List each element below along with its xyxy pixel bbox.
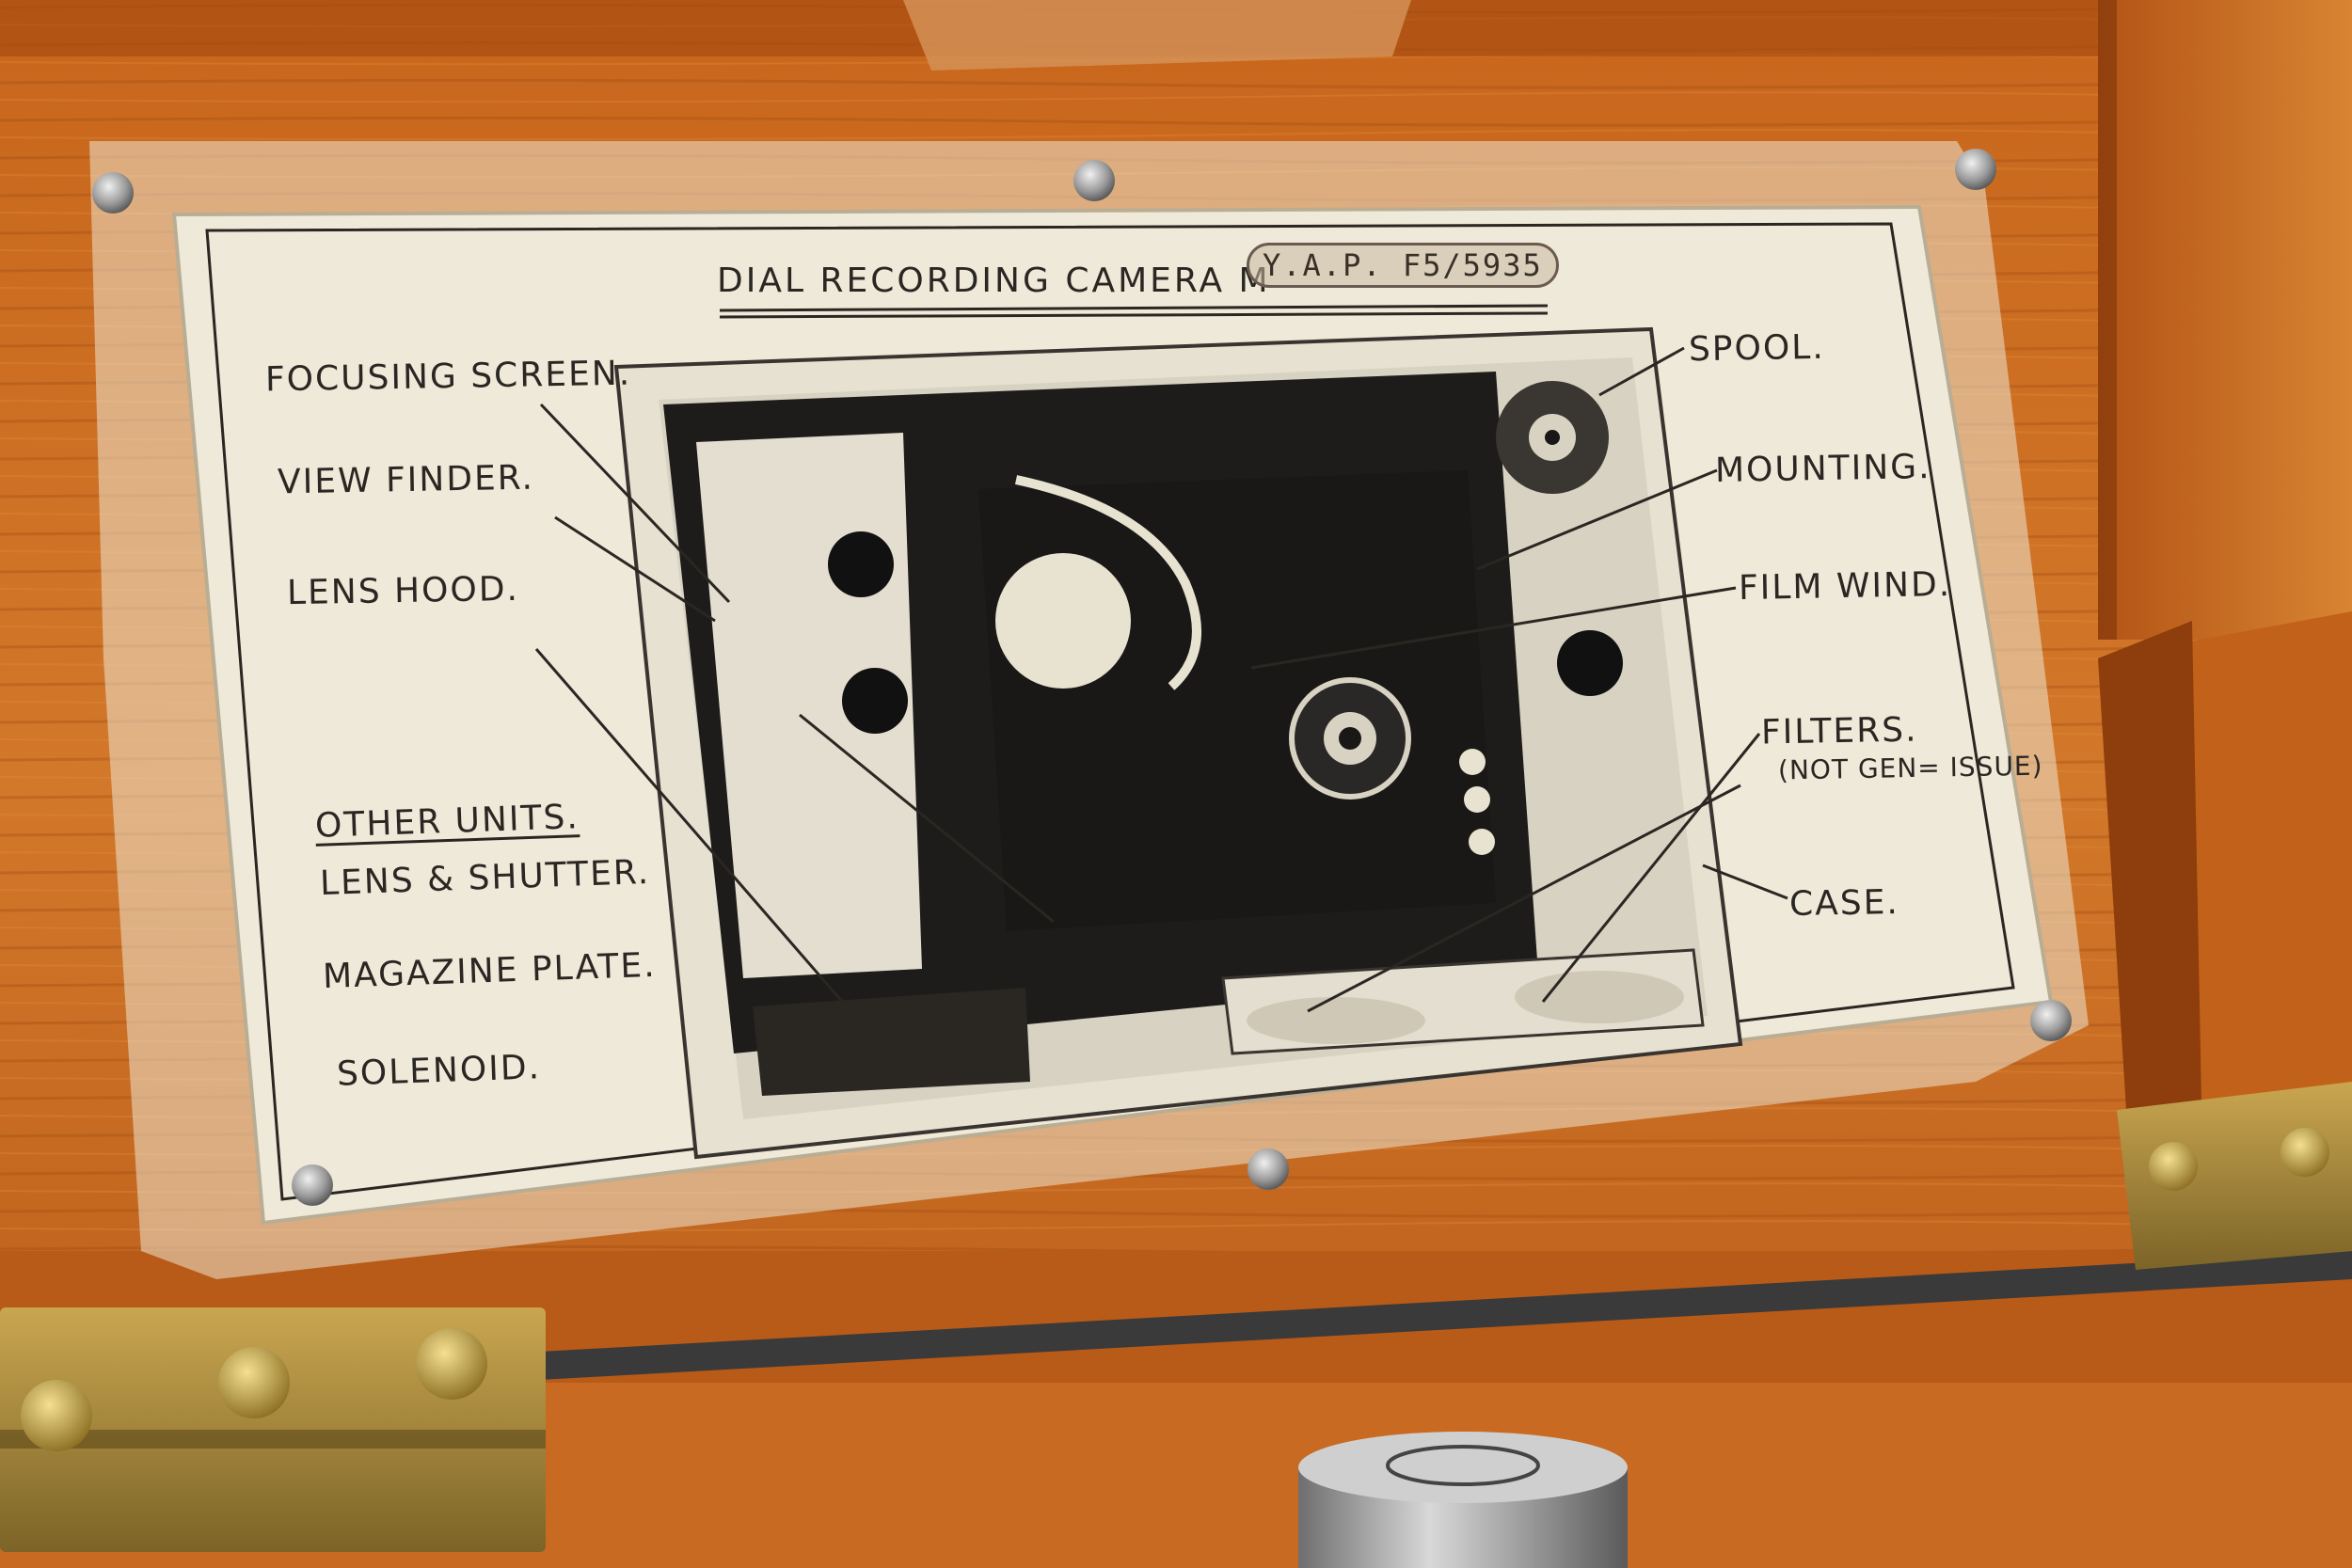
plate-title: DIAL RECORDING CAMERA M [717,261,1271,300]
other-unit-solenoid: SOLENOID. [336,1048,542,1094]
metal-knob [1298,1432,1628,1568]
left-hinge [0,1307,546,1552]
plate-screws [92,149,2072,1206]
label-filters-note: (NOT GEN= ISSUE) [1777,750,2043,786]
label-case: CASE. [1788,882,1900,925]
label-lens-hood: LENS HOOD. [286,569,520,613]
label-mounting: MOUNTING. [1714,447,1931,491]
label-focusing-screen: FOCUSING SCREEN. [264,354,632,400]
right-hinge [2117,1082,2352,1270]
label-film-wind: FILM WIND. [1738,565,1952,608]
wood-side-frame [2098,0,2352,640]
label-filters: FILTERS. [1760,710,1918,752]
camera-photograph [613,326,1743,1160]
stamp-number: Y.A.P. F5/5935 [1247,243,1559,288]
title-underline [719,311,1549,319]
leader-lines [534,304,1788,1040]
label-spool: SPOOL. [1688,327,1826,370]
label-view-finder: VIEW FINDER. [277,458,535,502]
